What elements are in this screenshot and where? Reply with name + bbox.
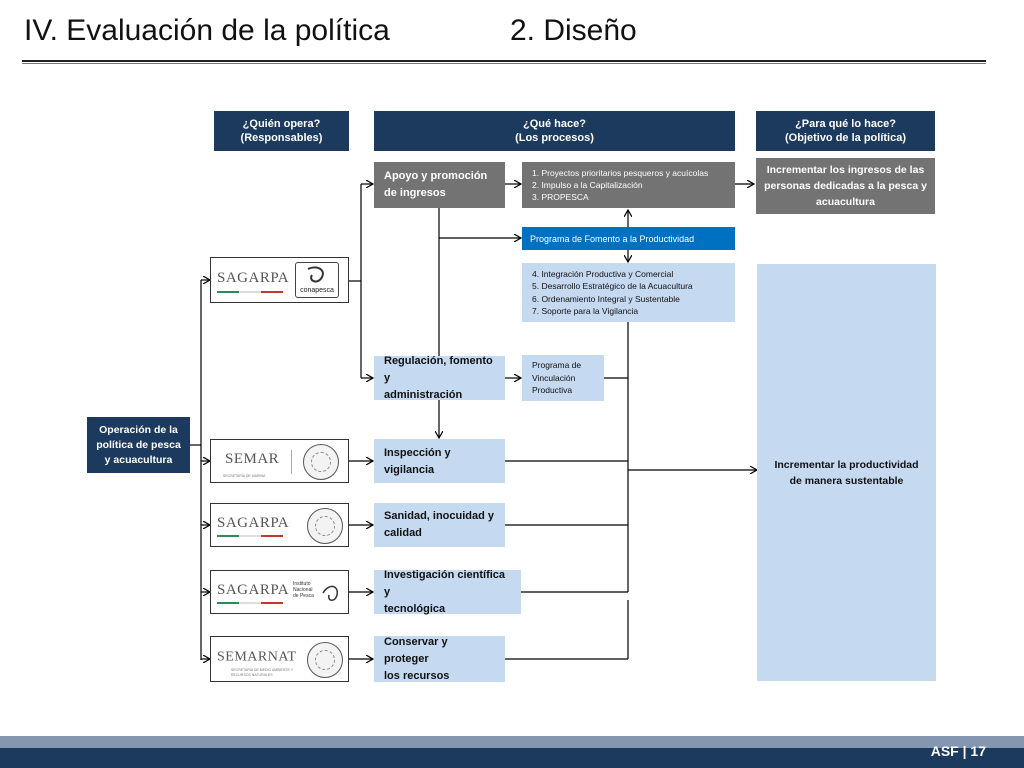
flag-stripe-white: [239, 535, 261, 537]
header-who: ¿Quién opera? (Responsables): [214, 111, 349, 151]
objective-ingresos: Incrementar los ingresos de las personas…: [756, 158, 935, 214]
flag-stripe-green: [217, 291, 239, 293]
header-why: ¿Para qué lo hace? (Objetivo de la polít…: [756, 111, 935, 151]
senasica-seal-icon: [307, 508, 343, 544]
process-inspeccion: Inspección y vigilancia: [374, 439, 505, 483]
logo-semarnat: SEMARNAT SECRETARÍA DE MEDIO AMBIENTE Y …: [210, 636, 349, 682]
fish-icon: [307, 266, 324, 283]
logo-text: SAGARPA: [217, 269, 290, 286]
footer-page-label: ASF | 17: [930, 743, 986, 759]
mexico-emblem-icon: [303, 444, 339, 480]
process-conservar: Conservar y proteger los recursos: [374, 636, 505, 682]
flag-stripe-red: [261, 602, 283, 604]
logo-subtitle: SECRETARÍA DE MARINA: [223, 474, 266, 478]
logo-separator: [291, 450, 292, 474]
fish-hook-icon: [322, 585, 338, 601]
flag-stripe-red: [261, 291, 283, 293]
title-divider-thin: [22, 63, 986, 64]
flag-stripe-green: [217, 602, 239, 604]
inapesca-label: Instituto Nacional de Pesca: [293, 581, 314, 599]
process-apoyo: Apoyo y promoción de ingresos: [374, 162, 505, 208]
logo-text: SEMAR: [225, 450, 280, 467]
logo-semar: SEMAR SECRETARÍA DE MARINA: [210, 439, 349, 483]
page-title: IV. Evaluación de la política: [24, 14, 390, 47]
flag-stripe-white: [239, 291, 261, 293]
flag-stripe-red: [261, 535, 283, 537]
program-vinculacion: Programa de Vinculación Productiva: [522, 355, 604, 401]
logo-text: SEMARNAT: [217, 649, 297, 665]
title-divider: [22, 60, 986, 62]
flag-stripe-green: [217, 535, 239, 537]
logo-text: SAGARPA: [217, 514, 290, 531]
programs-group-1: 1. Proyectos prioritarios pesqueros y ac…: [522, 162, 735, 208]
program-fomento: Programa de Fomento a la Productividad: [522, 227, 735, 250]
footer-band-dark: [0, 748, 1024, 768]
logo-sagarpa-senasica: SAGARPA: [210, 503, 349, 547]
section-title: 2. Diseño: [510, 14, 637, 47]
programs-group-2: 4. Integración Productiva y Comercial 5.…: [522, 263, 735, 322]
logo-sagarpa-inapesca: SAGARPA Instituto Nacional de Pesca: [210, 570, 349, 614]
flag-stripe-white: [239, 602, 261, 604]
logo-sagarpa-conapesca: SAGARPA conapesca: [210, 257, 349, 303]
process-regulacion: Regulación, fomento y administración: [374, 355, 505, 401]
objective-productividad: Incrementar la productividad de manera s…: [757, 264, 936, 681]
logo-text: SAGARPA: [217, 581, 290, 598]
start-box: Operación de la política de pesca y acua…: [87, 417, 190, 473]
footer-band-light: [0, 736, 1024, 748]
mexico-emblem-icon: [307, 642, 343, 678]
process-investigacion: Investigación científica y tecnológica: [374, 569, 521, 615]
conapesca-label: conapesca: [300, 287, 334, 294]
conapesca-logo-icon: conapesca: [295, 262, 339, 298]
logo-subtitle: SECRETARÍA DE MEDIO AMBIENTE Y RECURSOS …: [231, 668, 294, 677]
header-what: ¿Qué hace? (Los procesos): [374, 111, 735, 151]
process-sanidad: Sanidad, inocuidad y calidad: [374, 503, 505, 547]
